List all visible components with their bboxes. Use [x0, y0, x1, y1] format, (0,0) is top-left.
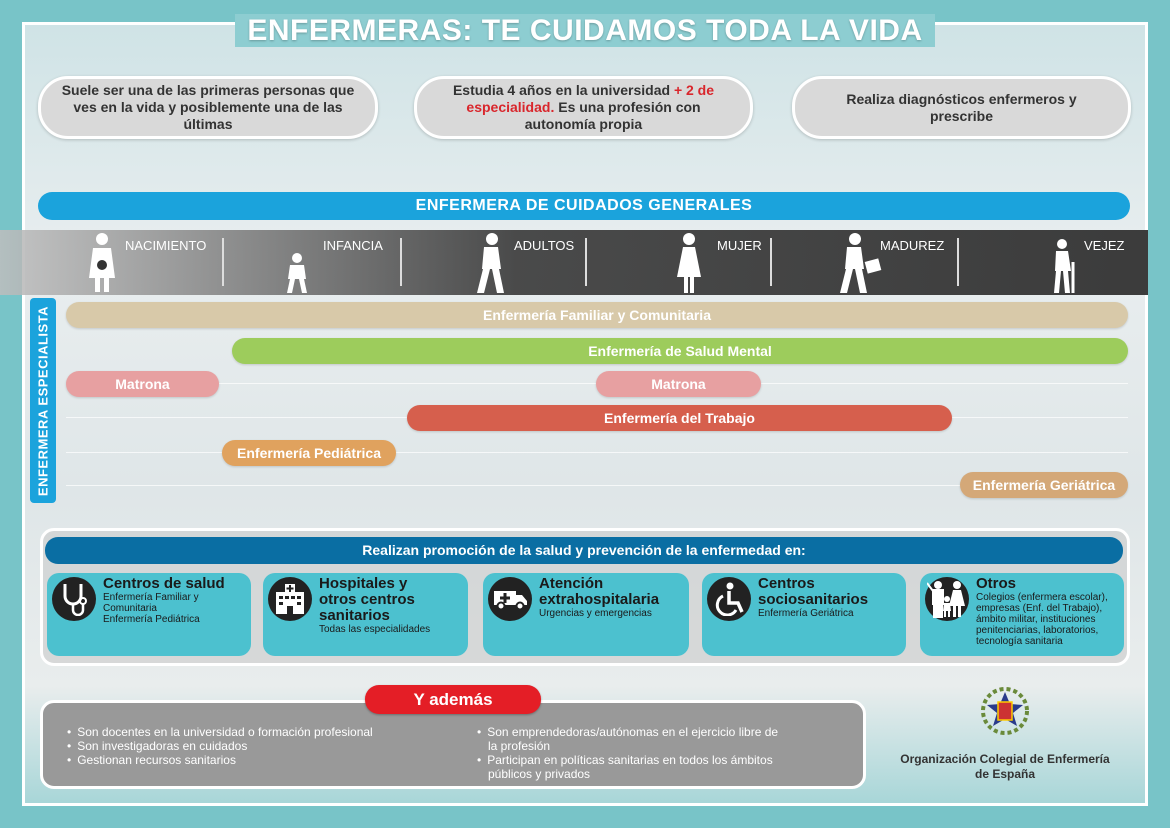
stage-label: MADUREZ: [880, 238, 945, 253]
list-item: Participan en políticas sanitarias en to…: [477, 753, 778, 781]
fact-bubble-1: Suele ser una de las primeras personas q…: [38, 76, 378, 139]
stage-label: NACIMIENTO: [125, 238, 207, 253]
specialty-bar-geriatrica: Enfermería Geriátrica: [960, 472, 1128, 498]
stethoscope-icon: [52, 577, 96, 621]
fact-text: Suele ser una de las primeras personas q…: [61, 82, 355, 132]
stage-adultos: ADULTOS: [472, 230, 585, 295]
fact-bubble-3: Realiza diagnósticos enfermeros y prescr…: [792, 76, 1131, 139]
stage-divider: [957, 238, 959, 286]
card-title: Otros: [976, 575, 1017, 592]
list-item-text: Gestionan recursos sanitarios: [77, 753, 236, 767]
specialty-bar-pediatrica: Enfermería Pediátrica: [222, 440, 396, 466]
pregnant-woman-icon: [89, 233, 115, 292]
ademas-list-right: Son emprendedoras/autónomas en el ejerci…: [477, 725, 778, 781]
fact-text-a: Estudia 4 años en la universidad: [452, 82, 674, 98]
stage-divider: [222, 238, 224, 286]
card-subtitle: Enfermería Geriátrica: [758, 608, 854, 619]
specialist-label: ENFERMERA ESPECIALISTA: [30, 298, 56, 503]
grid-line: [66, 485, 1128, 486]
stage-divider: [770, 238, 772, 286]
org-name-line1: Organización Colegial de Enfermería: [900, 752, 1110, 766]
fact-text: Realiza diagnósticos enfermeros y prescr…: [846, 90, 1077, 124]
stage-nacimiento: NACIMIENTO: [85, 230, 222, 295]
fact-highlight: + 2 de especialidad.: [466, 82, 715, 115]
card-subtitle: Colegios (enfermera escolar), empresas (…: [976, 592, 1108, 647]
list-item-text-cont: públicos y privados: [488, 767, 591, 781]
stage-label: INFANCIA: [323, 238, 383, 253]
hospital-icon: [268, 577, 312, 621]
elderly-cane-icon: [1054, 239, 1075, 293]
wheelchair-icon: [707, 577, 751, 621]
card-title: Atención extrahospitalaria: [539, 575, 660, 608]
stage-label: VEJEZ: [1084, 238, 1125, 253]
specialty-bar-matrona: Matrona: [596, 371, 761, 397]
family-icon: [925, 577, 969, 621]
list-item-text: Son emprendedoras/autónomas en el ejerci…: [487, 725, 779, 739]
stage-madurez: MADUREZ: [835, 230, 957, 295]
mature-man-briefcase-icon: [840, 233, 882, 293]
list-item-text-cont: la profesión: [488, 739, 551, 753]
list-item-text: Son investigadoras en cuidados: [77, 739, 248, 753]
specialty-bar-matrona: Matrona: [66, 371, 219, 397]
general-care-bar: ENFERMERA DE CUIDADOS GENERALES: [38, 192, 1130, 220]
list-item: Son investigadoras en cuidados: [67, 739, 373, 753]
specialist-label-text: ENFERMERA ESPECIALISTA: [35, 305, 51, 496]
list-item-text: Son docentes en la universidad o formaci…: [77, 725, 373, 739]
fact-bubble-2: Estudia 4 años en la universidad + 2 de …: [414, 76, 753, 139]
fact-text: Estudia 4 años en la universidad + 2 de …: [437, 82, 730, 133]
stage-mujer: MUJER: [675, 230, 770, 295]
title-text: ENFERMERAS: TE CUIDAMOS TODA LA VIDA: [235, 14, 935, 47]
stage-divider: [585, 238, 587, 286]
life-stages-timeline: NACIMIENTO INFANCIA ADULTOS MUJER MADURE…: [0, 230, 1148, 295]
ambulance-icon: [488, 577, 532, 621]
card-subtitle: Enfermería Familiar y Comunitaria Enferm…: [103, 592, 200, 625]
card-title: Hospitales y otros centros sanitarios: [319, 575, 415, 624]
woman-icon: [677, 233, 701, 293]
stage-infancia: INFANCIA: [285, 230, 400, 295]
stage-vejez: VEJEZ: [1048, 230, 1138, 295]
stage-label: ADULTOS: [514, 238, 575, 253]
page-title: ENFERMERAS: TE CUIDAMOS TODA LA VIDA: [0, 14, 1170, 48]
list-item: Son docentes en la universidad o formaci…: [67, 725, 373, 739]
child-icon: [287, 253, 307, 293]
list-item-text: Participan en políticas sanitarias en to…: [487, 753, 773, 767]
specialty-bar-trabajo: Enfermería del Trabajo: [407, 405, 952, 431]
stage-divider: [400, 238, 402, 286]
card-subtitle: Todas las especialidades: [319, 624, 431, 635]
specialty-bar-familiar: Enfermería Familiar y Comunitaria: [66, 302, 1128, 328]
promotion-header: Realizan promoción de la salud y prevenc…: [45, 537, 1123, 564]
org-logo-icon: [981, 687, 1029, 735]
ademas-list-left: Son docentes en la universidad o formaci…: [67, 725, 373, 767]
list-item: Gestionan recursos sanitarios: [67, 753, 373, 767]
grid-line: [66, 452, 1128, 453]
card-subtitle: Urgencias y emergencias: [539, 608, 652, 619]
specialty-bar-salud-mental: Enfermería de Salud Mental: [232, 338, 1128, 364]
card-title: Centros sociosanitarios: [758, 575, 869, 608]
ademas-label: Y además: [365, 685, 541, 714]
org-name-line2: de España: [974, 767, 1036, 781]
adult-walking-icon: [477, 233, 504, 293]
card-title: Centros de salud: [103, 575, 225, 592]
fact-text-b: Es una profesión con autonomía propia: [524, 99, 701, 132]
stage-label: MUJER: [717, 238, 762, 253]
list-item: Son emprendedoras/autónomas en el ejerci…: [477, 725, 778, 753]
